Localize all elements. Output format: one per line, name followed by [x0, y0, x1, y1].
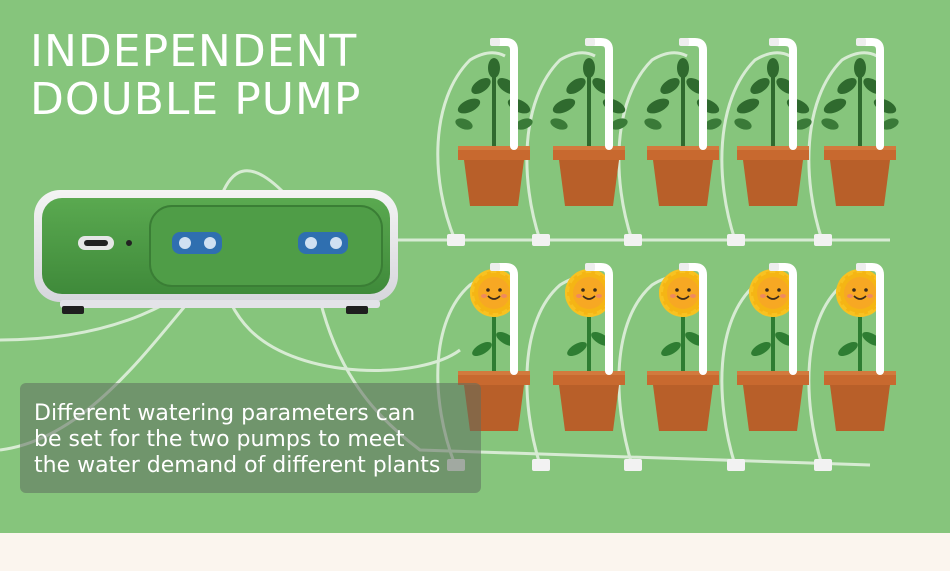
caption-line-1: Different watering parameters can [34, 401, 416, 426]
tube-connector-icon [298, 232, 348, 254]
headline-line-2: DOUBLE PUMP [30, 74, 362, 125]
headline: INDEPENDENT DOUBLE PUMP [30, 28, 361, 124]
bottom-band [0, 533, 950, 571]
leafy-plant-row [453, 38, 901, 206]
tube-connector-icon [172, 232, 222, 254]
sunflower-row [458, 263, 896, 431]
caption: Different watering parameters can be set… [34, 401, 474, 479]
pump-device-icon [34, 190, 398, 314]
caption-line-2: be set for the two pumps to meet [34, 427, 405, 452]
caption-box: Different watering parameters can be set… [20, 383, 481, 493]
tee-connectors [447, 234, 832, 471]
caption-line-3: the water demand of different plants [34, 453, 441, 478]
headline-line-1: INDEPENDENT [30, 26, 358, 77]
